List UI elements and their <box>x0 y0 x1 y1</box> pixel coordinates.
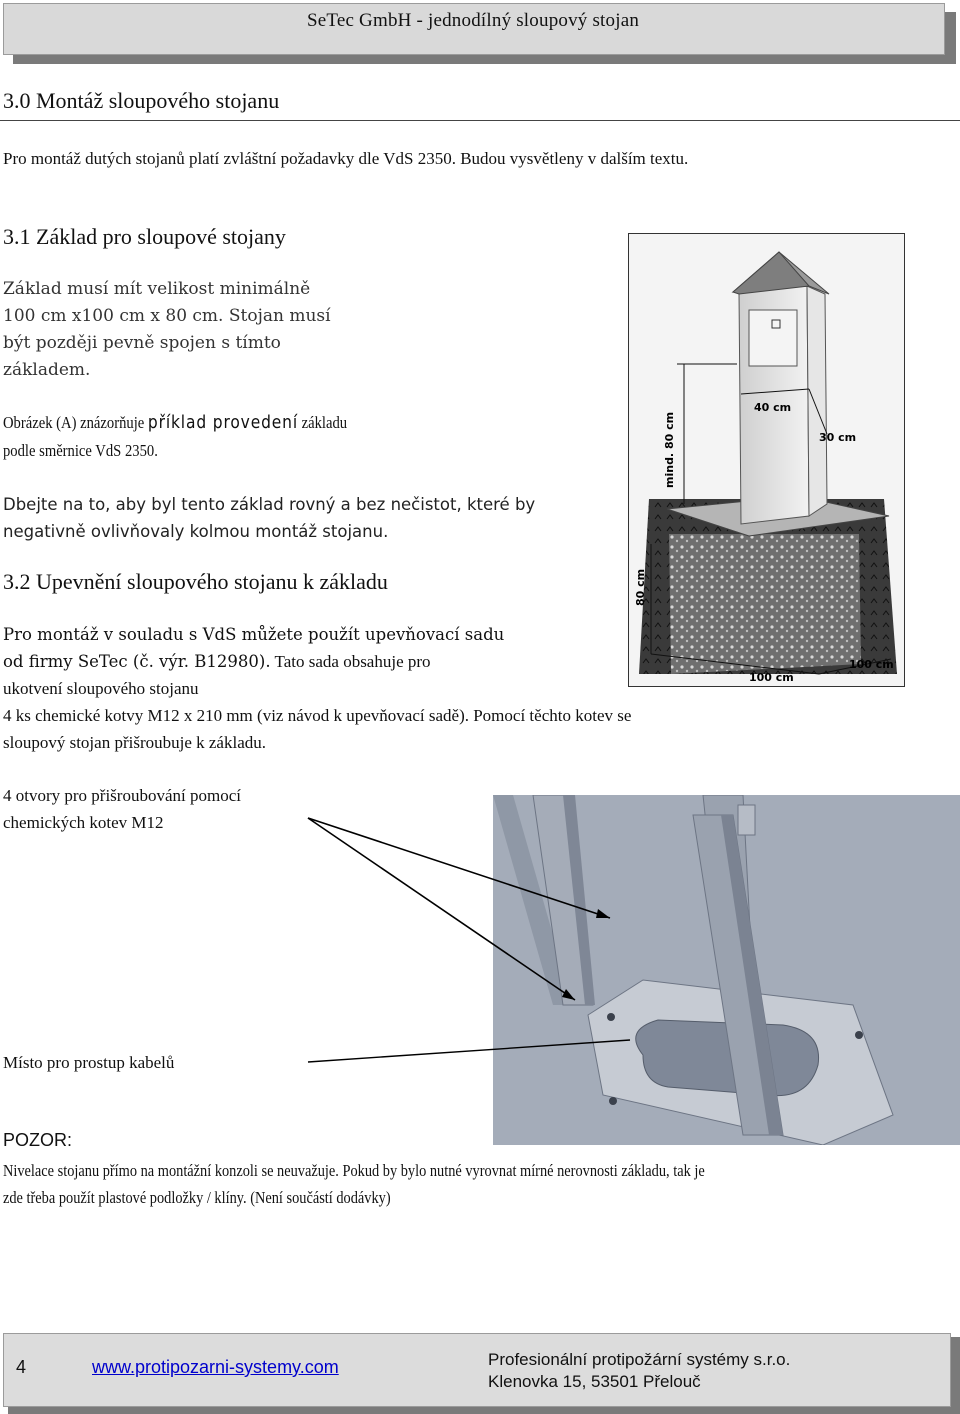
footer-bar <box>3 1333 951 1407</box>
arrow-head-top <box>596 909 610 918</box>
cable-label: Místo pro prostup kabelů <box>3 1053 175 1072</box>
section-heading-3-2: 3.2 Upevnění sloupového stojanu k základ… <box>3 569 388 594</box>
dim-line-depth <box>808 388 828 435</box>
page-number: 4 <box>16 1357 27 1377</box>
column-side <box>806 285 828 517</box>
header-bar <box>3 3 945 55</box>
holes-label-line-2: chemických kotev M12 <box>3 813 164 832</box>
dim-line-found-w2 <box>818 658 892 675</box>
warning-line-1: Nivelace stojanu přímo na montážní konzo… <box>3 1161 705 1180</box>
mounting-line-3: ukotvení sloupového stojanu <box>3 679 199 698</box>
warning-text: Nivelace stojanu přímo na montážní konzo… <box>3 1157 833 1211</box>
back-edge-left <box>493 795 573 1005</box>
level-note: Dbejte na to, aby byl tento základ rovný… <box>3 491 535 545</box>
dim-line-found-w1 <box>650 653 820 675</box>
dim-label-found-w1: 100 cm <box>849 658 894 671</box>
section-heading-3-0: 3.0 Montáž sloupového stojanu <box>3 88 280 113</box>
door-lock <box>771 319 781 329</box>
heading-rule <box>0 120 960 121</box>
arrow-cable <box>307 1039 631 1063</box>
dim-label-min-height: mind. 80 cm <box>663 412 676 488</box>
dim-label-width: 40 cm <box>754 401 791 414</box>
figure-caption-line-2: podle směrnice VdS 2350. <box>3 441 158 460</box>
front-post-right-edge <box>721 815 783 1135</box>
concrete-block <box>669 534 861 674</box>
holes-label: 4 otvory pro přišroubování pomocí chemic… <box>3 782 241 836</box>
dim-label-depth: 30 cm <box>819 431 856 444</box>
warning-line-2: zde třeba použít plastové podložky / klí… <box>3 1188 391 1207</box>
column-door <box>748 309 798 367</box>
arrow-head-left <box>562 989 575 1000</box>
level-note-line-2: negativně ovlivňovaly kolmou montáž stoj… <box>3 522 389 541</box>
figure-caption: Obrázek (A) znázorňuje příklad provedení… <box>3 409 403 465</box>
company-address: Klenovka 15, 53501 Přelouč <box>488 1372 701 1391</box>
bracket <box>737 804 756 836</box>
arrow-holes-top <box>307 817 611 919</box>
anchor-hole-1 <box>607 1013 615 1021</box>
section-heading-3-1: 3.1 Základ pro sloupové stojany <box>3 224 286 249</box>
header-title: SeTec GmbH - jednodílný sloupový stojan <box>306 10 640 31</box>
mounting-line-2: od firmy SeTec (č. výr. B12980). Tato sa… <box>3 648 631 675</box>
mounting-line-1: Pro montáž v souladu s VdS můžete použít… <box>3 625 505 644</box>
foundation-line-3: být později pevně spojen s tímto <box>3 333 281 353</box>
holes-label-line-1: 4 otvory pro přišroubování pomocí <box>3 786 241 805</box>
dim-line-width <box>740 388 810 395</box>
figure-caption-line-1: Obrázek (A) znázorňuje příklad provedení… <box>3 409 347 437</box>
dim-label-found-w2: 100 cm <box>749 671 794 684</box>
foundation-line-2: 100 cm x100 cm x 80 cm. Stojan musí <box>3 306 331 326</box>
foundation-line-1: Základ musí mít velikost minimálně <box>3 279 311 299</box>
level-note-line-1: Dbejte na to, aby byl tento základ rovný… <box>3 495 536 514</box>
foundation-figure: mind. 80 cm 40 cm 30 cm 80 cm 100 cm 100… <box>628 233 905 687</box>
mounting-line-4: 4 ks chemické kotvy M12 x 210 mm (viz ná… <box>3 706 632 725</box>
warning-title: POZOR: <box>3 1130 73 1150</box>
mounting-line-5: sloupový stojan přišroubuje k základu. <box>3 733 266 752</box>
base-plate-drawing <box>493 794 894 1146</box>
front-post-left-edge <box>563 795 595 1005</box>
column-roof-front <box>732 251 811 295</box>
website-link[interactable]: www.protipozarni-systemy.com <box>92 1357 339 1377</box>
foundation-line-4: základem. <box>3 360 91 380</box>
foundation-text: Základ musí mít velikost minimálně 100 c… <box>3 276 331 384</box>
anchor-hole-3 <box>855 1031 863 1039</box>
caption-emphasis: příklad provedení <box>147 412 298 433</box>
anchor-hole-2 <box>609 1097 617 1105</box>
mounting-text: Pro montáž v souladu s VdS můžete použít… <box>3 621 631 756</box>
mounting-line-2a: od firmy SeTec (č. výr. B12980). <box>3 652 271 671</box>
caption-prefix: Obrázek (A) znázorňuje <box>3 413 145 432</box>
dim-label-found-height: 80 cm <box>634 569 647 606</box>
arrow-holes-left <box>307 817 576 1001</box>
caption-suffix: základu <box>301 413 348 432</box>
section-intro: Pro montáž dutých stojanů platí zvláštní… <box>3 149 689 168</box>
foundation-drawing: mind. 80 cm 40 cm 30 cm 80 cm 100 cm 100… <box>634 251 897 684</box>
base-plate-figure <box>493 794 960 1146</box>
company-name: Profesionální protipožární systémy s.r.o… <box>488 1350 791 1369</box>
footer-company: Profesionální protipožární systémy s.r.o… <box>488 1349 790 1393</box>
mounting-line-2b: Tato sada obsahuje pro <box>274 652 431 671</box>
